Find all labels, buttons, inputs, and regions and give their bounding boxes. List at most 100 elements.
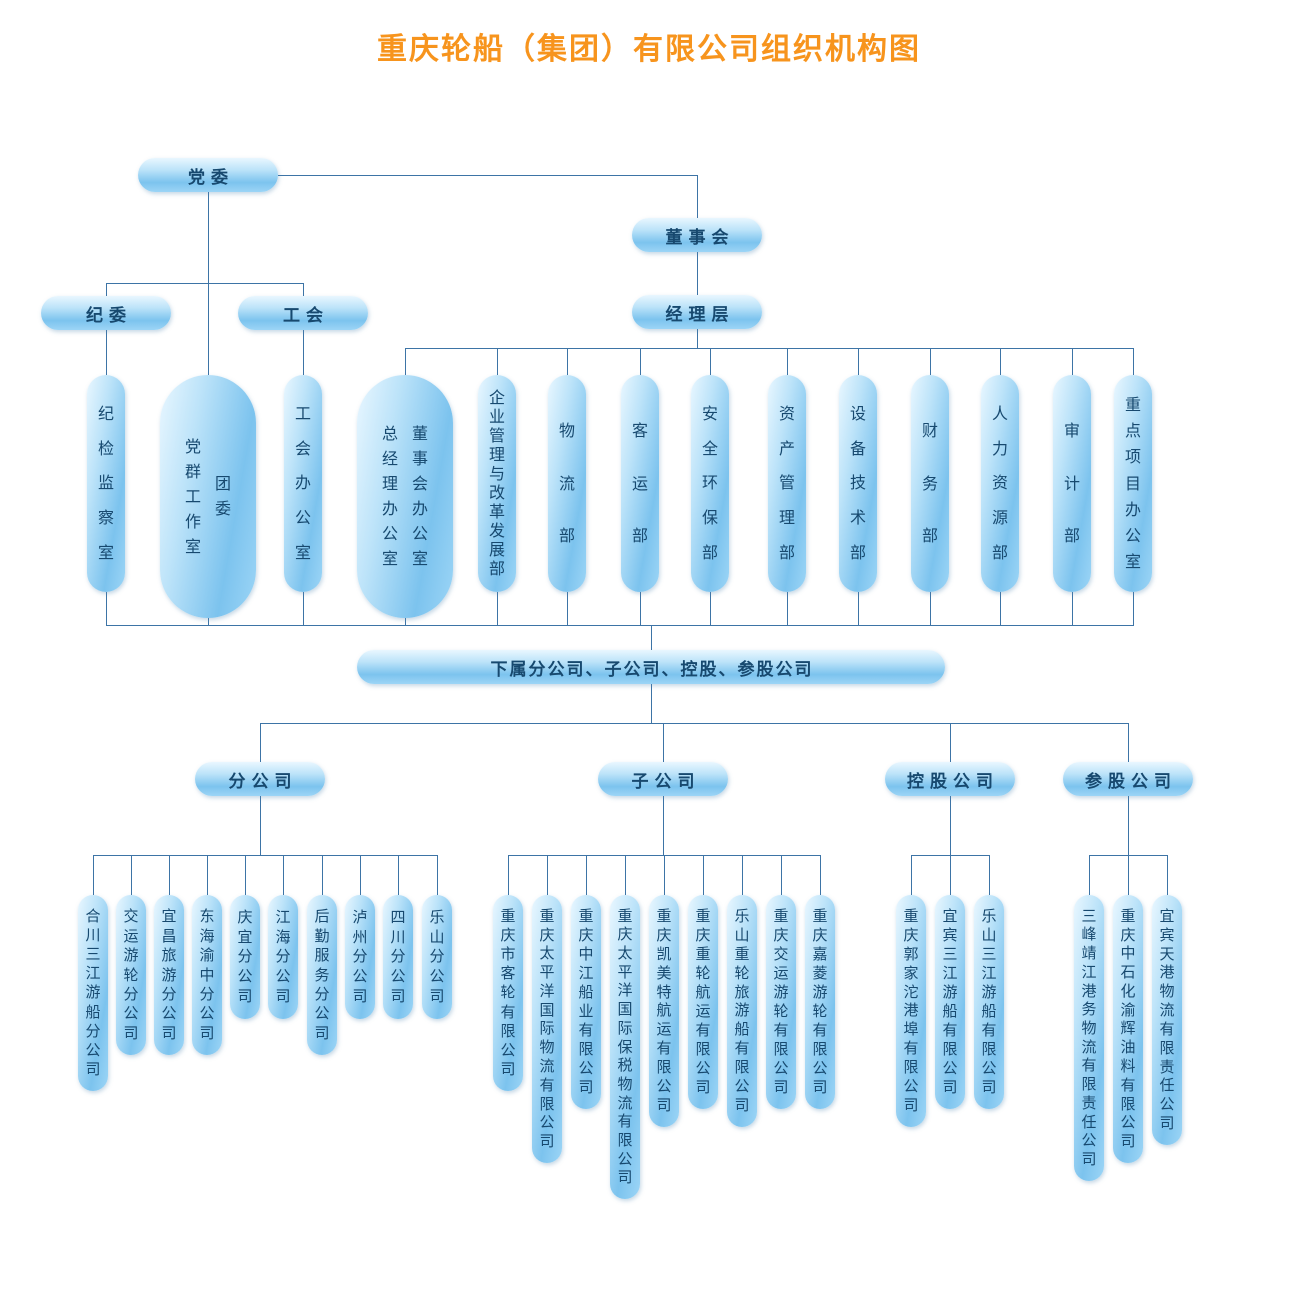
connector-line [278, 175, 698, 176]
pill-text-char: 辉 [1120, 1019, 1136, 1038]
pill-text-char: 嘉 [812, 945, 828, 963]
vertical-label: 重庆中石化渝辉油料有限公司 [1120, 895, 1135, 1163]
pill-text-char: 管 [488, 426, 505, 445]
connector-line [1128, 855, 1129, 895]
pill-text-char: 公 [1124, 525, 1141, 545]
pill-text-char: 司 [656, 1095, 672, 1114]
pill-text-char: 江 [85, 964, 101, 983]
pill-text-char: 工 [294, 403, 311, 423]
node-party-committee: 党委 [138, 158, 278, 192]
pill-text-char: 重 [903, 906, 919, 925]
pill-text-char: 港 [903, 1001, 919, 1020]
pill-text-char: 点 [1124, 421, 1141, 441]
pill-text-char: 昌 [161, 926, 177, 945]
company-pill: 重庆中江船业有限公司 [571, 895, 601, 1109]
node-management-layer: 经理层 [632, 295, 762, 329]
pill-text-char: 郭 [903, 944, 919, 963]
pill-text-char: 部 [849, 543, 866, 563]
connector-line [245, 855, 246, 895]
pill-text-char: 司 [1120, 1132, 1136, 1151]
pill-text-char: 司 [390, 987, 406, 1006]
connector-line [697, 250, 698, 295]
pill-text-char: 理 [488, 445, 505, 464]
connector-line [405, 348, 406, 375]
connector-line [303, 330, 304, 375]
pill-text-char: 轮 [734, 963, 750, 982]
pill-text-char: 分 [314, 984, 330, 1003]
pill-text-char: 客 [631, 421, 648, 441]
company-pill: 庆宜分公司 [230, 895, 260, 1019]
company-pill: 重庆郭家沱港埠有限公司 [896, 895, 926, 1127]
pill-text-char: 任 [1159, 1076, 1175, 1095]
pill-text-char: 中 [1120, 944, 1136, 963]
pill-text-char: 工 [184, 486, 201, 506]
pill-text-char: 分 [275, 947, 291, 966]
connector-line [322, 855, 323, 895]
pill-text-char: 宜 [942, 907, 958, 925]
pill-text-char: 渝 [1120, 1000, 1136, 1019]
node-group-holding-companies: 控股公司 [885, 762, 1015, 796]
pill-text-char: 有 [981, 1021, 997, 1039]
pill-text-char: 宜 [1159, 906, 1175, 925]
pill-text-char: 计 [1063, 473, 1080, 493]
pill-text-char: 庆 [773, 926, 789, 944]
department-pill: 设备技术部 [839, 375, 877, 592]
pill-text-char: 管 [778, 473, 795, 493]
connector-line [497, 348, 498, 375]
vertical-label: 重庆市客轮有限公司 [500, 895, 515, 1091]
page-title: 重庆轮船（集团）有限公司组织机构图 [377, 32, 921, 67]
pill-text-char: 山 [734, 925, 750, 944]
pill-text-char: 后 [314, 907, 330, 926]
pill-text-char: 天 [1159, 944, 1175, 963]
pill-text-char: 国 [617, 1000, 633, 1019]
pill-text-char: 峰 [1081, 925, 1097, 944]
pill-text-char: 办 [1124, 499, 1141, 519]
pill-text-char: 庆 [695, 926, 711, 944]
pill-text-char: 三 [942, 945, 958, 963]
pill-text-char: 宜 [237, 927, 253, 946]
pill-text-char: 改 [488, 483, 505, 502]
company-pill: 乐山三江游船有限公司 [974, 895, 1004, 1109]
vertical-label: 合川三江游船分公司 [85, 895, 100, 1091]
pill-text-char: 物 [1081, 1019, 1097, 1038]
connector-line [303, 592, 304, 625]
connector-line [858, 348, 859, 375]
pill-text-char: 公 [390, 967, 406, 986]
pill-text-char: 沱 [903, 982, 919, 1001]
pill-text-char: 产 [778, 438, 795, 458]
pill-text-char: 务 [314, 965, 330, 984]
connector-line [950, 855, 951, 895]
pill-text-char: 分 [429, 947, 445, 966]
pill-text-char: 部 [488, 559, 505, 578]
pill-text-char: 菱 [812, 964, 828, 982]
pill-text-char: 江 [1081, 962, 1097, 981]
vertical-label: 资产管理部 [779, 375, 795, 592]
company-pill: 重庆市客轮有限公司 [493, 895, 523, 1091]
pill-text-char: 渝 [199, 946, 215, 965]
pill-text-char: 司 [1081, 1150, 1097, 1169]
pill-text-char: 流 [617, 1093, 633, 1112]
company-pill: 重庆太平洋国际物流有限公司 [532, 895, 562, 1163]
pill-text-char: 乐 [429, 907, 445, 926]
pill-text-char: 司 [695, 1078, 711, 1096]
pill-text-char: 公 [314, 1004, 330, 1023]
connector-line [989, 855, 990, 895]
vertical-label: 人力资源部 [992, 375, 1008, 592]
connector-line [398, 855, 399, 895]
connector-line [625, 855, 626, 895]
pill-text-char: 人 [991, 403, 1008, 423]
pill-text-char: 江 [578, 964, 594, 982]
pill-text-char: 公 [294, 508, 311, 528]
pill-text-char: 国 [539, 1000, 555, 1019]
pill-text-char: 游 [734, 1001, 750, 1020]
connector-line [651, 684, 652, 723]
pill-text-char: 资 [778, 403, 795, 423]
company-pill: 后勤服务分公司 [307, 895, 337, 1055]
pill-text-char: 司 [773, 1078, 789, 1096]
pill-text-char: 公 [161, 1004, 177, 1023]
pill-text-char: 发 [488, 521, 505, 540]
pill-text-char: 分 [85, 1021, 101, 1040]
pill-text-char: 部 [1063, 525, 1080, 545]
pill-text-char: 船 [942, 1002, 958, 1020]
